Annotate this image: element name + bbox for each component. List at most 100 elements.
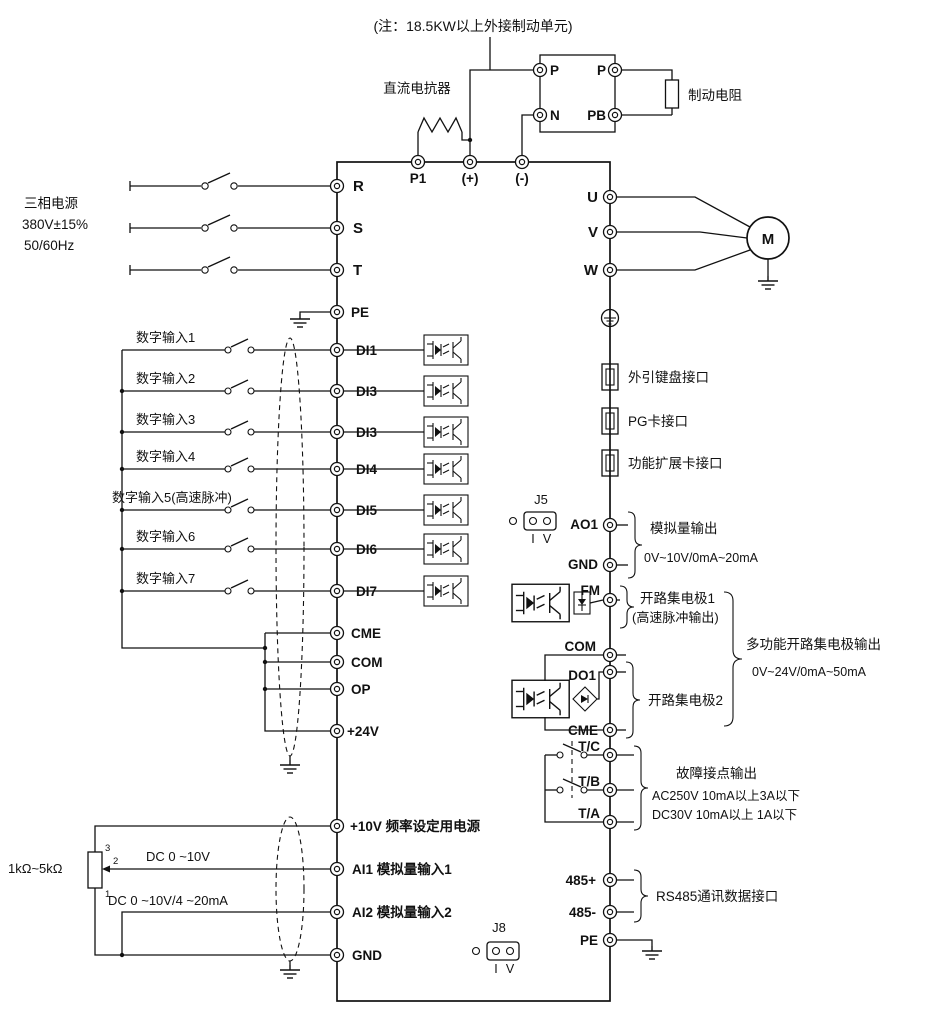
relay-spec2: DC30V 10mA以上 1A以下 [652,808,797,822]
brake-p-left-label: P [550,63,559,78]
j8-pin1 [471,946,481,956]
fault-relay-section: T/C T/B T/A 故障接点输出 AC250V 10mA以上3A以下 DC3… [544,739,800,831]
switch-s [129,214,331,233]
ai1-source-label: DC 0 ~10V [146,849,210,864]
terminal-ai1 [329,861,345,877]
analog-output-title: 模拟量输出 [650,521,718,536]
di-label: 数字输入1 [136,330,195,345]
op-label: OP [351,682,371,697]
di-terminal-label: DI1 [356,343,378,358]
analog-input-section: +10V 频率设定用电源 AI1 模拟量输入1 AI2 模拟量输入2 GND 1… [8,818,481,963]
di-label: 数字输入5(高速脉冲) [112,490,232,505]
terminal-plus [462,154,478,170]
j5-jumper-block [523,511,557,531]
terminal-brake-p-left [532,62,548,78]
di-terminal-label: DI7 [356,584,377,599]
terminal-di1 [329,342,345,358]
oc-range: 0V~24V/0mA~50mA [752,665,867,679]
j8-jumper-block [486,941,520,961]
rs485-title: RS485通讯数据接口 [656,888,778,904]
r-label: R [353,178,364,195]
analog-output-range: 0V~10V/0mA~20mA [644,551,759,565]
expansion-card-connector-icon [601,449,619,477]
analog-output-brace [627,511,643,579]
digital-input-section: 数字输入1 DI1 数字输入2 DI3 数字输入3 DI3 数字输入4 DI4 … [112,330,469,739]
terminal-do1 [602,664,618,680]
terminal-tb [602,782,618,798]
terminal-brake-n [532,107,548,123]
relay-brace [633,745,649,831]
rs485-brace [633,869,649,923]
dc-reactor-symbol [417,116,463,134]
terminal-gnd-right [602,557,618,573]
di-terminal-label: DI5 [356,503,378,518]
plus-label: (+) [462,171,479,186]
oc1-label: 开路集电极1 [640,591,715,606]
di-label: 数字输入4 [136,449,195,464]
relay-title: 故障接点输出 [676,765,757,781]
terminal-r [329,178,345,194]
terminal-tc [602,747,618,763]
terminal-10v [329,818,345,834]
di-terminal-label: DI3 [356,384,378,399]
485-minus-label: 485- [569,905,596,920]
pot-pin3: 3 [105,843,110,854]
dc-reactor-label: 直流电抗器 [383,81,451,96]
brake-resistor-label: 制动电阻 [688,88,742,103]
motor-label: M [762,231,775,248]
supply-label-1: 三相电源 [24,196,78,211]
relay-spec1: AC250V 10mA以上3A以下 [652,789,800,803]
j5-pin1 [508,516,518,526]
pg-card-connector-icon [601,407,619,435]
terminal-485-minus [602,904,618,920]
pot-pin2: 2 [113,856,118,867]
terminal-brake-pb [607,107,623,123]
10v-label: +10V 频率设定用电源 [350,818,481,834]
terminal-pe-right [602,932,618,948]
di-common-bus [121,350,265,649]
terminal-com-left [329,654,345,670]
interface-pg-label: PG卡接口 [628,413,688,429]
cable-shields [275,337,305,979]
brake-unit-box [539,54,616,133]
terminal-brake-p-right [607,62,623,78]
cme-left-label: CME [351,626,381,641]
oc2-label: 开路集电极2 [648,693,723,708]
switch-t [129,256,331,275]
com-left-label: COM [351,655,383,670]
oc-title: 多功能开路集电极输出 [746,636,881,652]
interface-section: 外引键盘接口 PG卡接口 功能扩展卡接口 [601,363,723,477]
tc-label: T/C [578,739,600,754]
terminal-24v [329,723,345,739]
j5-i-label: I [531,532,534,546]
j5-v-label: V [543,532,552,546]
brake-unit-section: (注：18.5KW以上外接制动单元) 直流电抗器 P N P PB 制动电阻 [373,18,742,155]
485-plus-label: 485+ [566,873,597,888]
terminal-485-plus [602,872,618,888]
pot-pin1: 1 [105,889,110,900]
di-label: 数字输入2 [136,371,195,386]
j5-label: J5 [534,492,548,507]
di-label: 数字输入7 [136,571,195,586]
terminal-gnd-left [329,947,345,963]
pe-right-label: PE [580,933,598,948]
ao1-label: AO1 [570,517,598,532]
com-right-label: COM [565,639,597,654]
terminal-ai2 [329,904,345,920]
terminal-cme-right [602,722,618,738]
di-terminal-label: DI4 [356,462,378,477]
terminal-t [329,262,345,278]
brake-p-right-label: P [597,63,606,78]
keyboard-connector-icon [601,363,619,391]
terminal-s [329,220,345,236]
terminal-v [602,224,618,240]
terminal-di2 [329,383,345,399]
oc-group-brace [723,591,743,727]
tb-label: T/B [578,774,600,789]
w-label: W [584,262,599,279]
oc2-brace [625,661,641,739]
note-top: (注：18.5KW以上外接制动单元) [373,18,572,34]
j8-jumper-section: J8 I V [471,920,520,976]
terminal-di5 [329,502,345,518]
pe-ground-icon [289,313,311,328]
